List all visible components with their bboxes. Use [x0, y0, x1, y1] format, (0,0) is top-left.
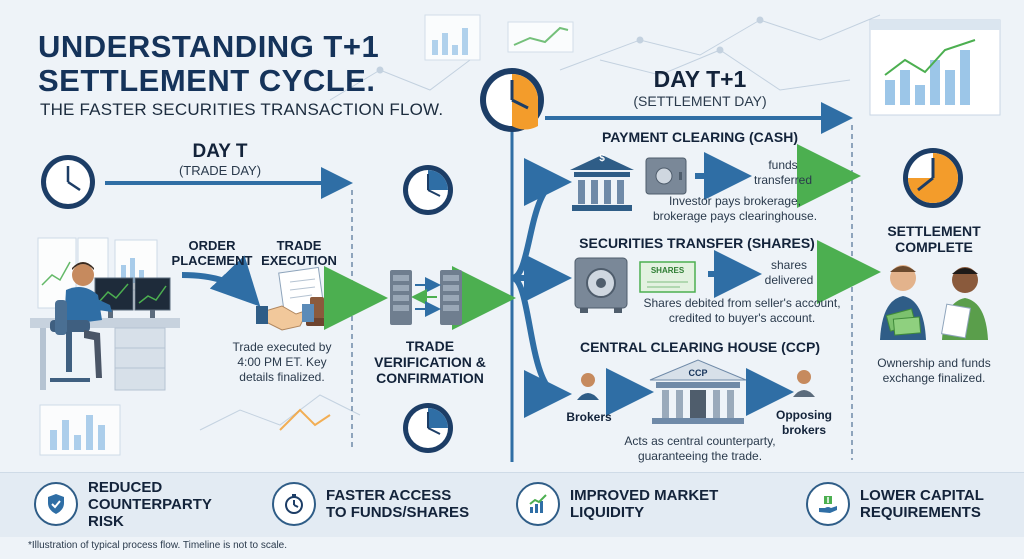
order-placement-label: ORDER PLACEMENT	[171, 238, 253, 268]
ccp-note: Acts as central counterparty, guaranteei…	[624, 434, 776, 463]
branch-arrow-ccp	[510, 275, 572, 418]
background-chart-5	[279, 408, 331, 431]
day-t-title: DAY T	[192, 141, 248, 162]
order-arrow	[181, 255, 261, 307]
payment-clearing-title: PAYMENT CLEARING (CASH)	[601, 129, 798, 145]
clock-icon-main-t1	[480, 68, 544, 132]
trade-verification-label: TRADE VERIFICATION & CONFIRMATION	[374, 338, 486, 386]
hand-money-icon	[806, 482, 850, 526]
background-chart-2	[507, 21, 574, 53]
day-t1-title: DAY T+1	[653, 66, 747, 92]
background-chart-3	[869, 19, 1001, 116]
broker-person-icon	[577, 373, 599, 400]
benefit-label: FASTER ACCESS TO FUNDS/SHARES	[326, 487, 470, 521]
ccp-building-label: CCP	[688, 368, 708, 378]
securities-note: Shares debited from seller's account, cr…	[643, 296, 841, 325]
funds-transferred-label: funds transferred	[753, 158, 813, 187]
clock-icon-day-t	[41, 155, 95, 209]
benefit-label: LOWER CAPITAL REQUIREMENTS	[860, 487, 984, 521]
ccp-building-icon	[649, 359, 747, 424]
benefit-label: IMPROVED MARKET LIQUIDITY	[570, 487, 719, 521]
opposing-brokers-label: Opposing brokers	[776, 408, 832, 437]
handshake-contract-illustration	[256, 266, 328, 331]
clock-icon-small-1	[403, 165, 453, 215]
opposing-broker-icon	[793, 370, 815, 397]
day-t1-subtitle: (SETTLEMENT DAY)	[633, 93, 767, 109]
ccp-title: CENTRAL CLEARING HOUSE (CCP)	[579, 339, 821, 355]
growth-chart-icon	[516, 482, 560, 526]
clock-icon-settlement	[903, 148, 963, 208]
day-t-subtitle: (TRADE DAY)	[178, 163, 262, 178]
page-title: UNDERSTANDING T+1 SETTLEMENT CYCLE.	[38, 29, 380, 98]
clock-icon-small-2	[403, 403, 453, 453]
benefit-reduced-risk: REDUCED COUNTERPARTY RISK	[34, 478, 212, 530]
background-chart-4	[39, 404, 121, 456]
trade-execution-note: Trade executed by 4:00 PM ET. Key detail…	[232, 340, 332, 384]
safe-icon	[645, 157, 687, 195]
benefit-capital: LOWER CAPITAL REQUIREMENTS	[806, 480, 1020, 528]
branch-arrow-payment	[510, 158, 572, 281]
shares-delivered-label: shares delivered	[764, 258, 814, 287]
trade-execution-label: TRADE EXECUTION	[261, 238, 337, 268]
settlement-note: Ownership and funds exchange finalized.	[877, 356, 991, 385]
trader-illustration	[30, 262, 180, 391]
shield-check-icon	[34, 482, 78, 526]
dollar-sign-icon: $	[599, 153, 605, 164]
stopwatch-icon	[272, 482, 316, 526]
background-chart-1	[424, 14, 481, 61]
securities-transfer-title: SECURITIES TRANSFER (SHARES)	[579, 235, 815, 251]
benefit-label: REDUCED COUNTERPARTY RISK	[88, 478, 212, 530]
share-certificate-icon	[639, 261, 696, 293]
benefits-bar	[0, 472, 1024, 537]
payment-note: Investor pays brokerage, brokerage pays …	[652, 194, 818, 223]
benefit-faster-access: FASTER ACCESS TO FUNDS/SHARES	[272, 480, 476, 528]
shares-certificate-label: SHARES	[650, 266, 685, 275]
page-subtitle: THE FASTER SECURITIES TRANSACTION FLOW.	[40, 100, 444, 119]
bank-building-icon	[570, 155, 634, 211]
background-network	[199, 14, 881, 431]
benefit-liquidity: IMPROVED MARKET LIQUIDITY	[516, 480, 730, 528]
settlement-complete-title: SETTLEMENT COMPLETE	[887, 223, 981, 255]
footnote: *Illustration of typical process flow. T…	[28, 540, 288, 551]
vault-icon	[574, 257, 628, 313]
brokers-label: Brokers	[566, 410, 612, 424]
servers-illustration	[390, 270, 462, 325]
settlement-people-illustration	[880, 265, 988, 340]
